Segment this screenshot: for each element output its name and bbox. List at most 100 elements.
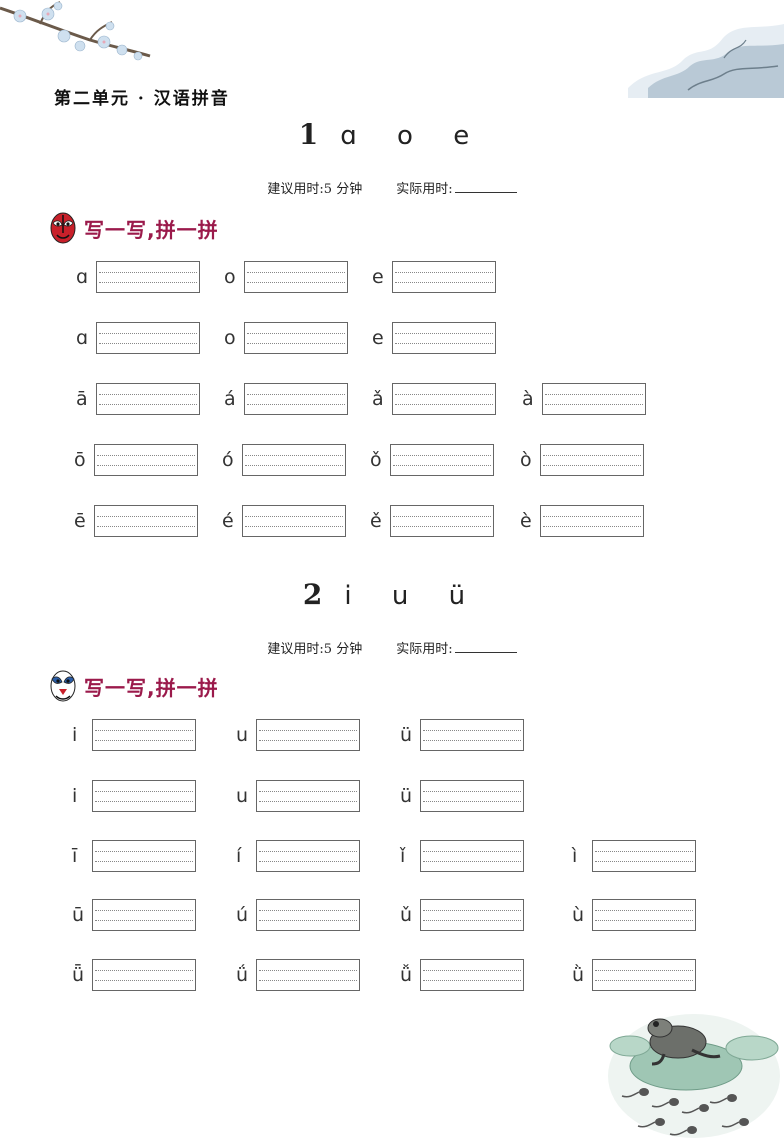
lesson-2-time-line: 建议用时:5 分钟实际用时: [0,638,784,657]
writing-box[interactable] [244,383,348,415]
pinyin-label: ó [222,449,234,471]
writing-box[interactable] [542,383,646,415]
writing-box[interactable] [540,505,644,537]
writing-box[interactable] [244,261,348,293]
writing-box[interactable] [92,959,196,991]
writing-box[interactable] [92,899,196,931]
writing-item: ǒ [370,443,494,477]
pinyin-label: ē [74,510,86,532]
writing-item: o [224,260,348,294]
writing-item: ǚ [400,958,524,992]
pinyin-label: e [372,327,384,349]
pinyin-label: é [222,510,234,532]
lesson-2-section-heading: 写一写,拼一拼 [48,668,219,704]
writing-box[interactable] [420,899,524,931]
writing-item: ō [74,443,198,477]
section-label: 写一写,拼一拼 [84,217,219,242]
writing-box[interactable] [96,261,200,293]
pinyin-label: ǖ [72,964,85,986]
writing-box[interactable] [540,444,644,476]
writing-box[interactable] [420,840,524,872]
pinyin-label: í [236,845,242,867]
pinyin-label: ǎ [372,388,384,410]
writing-box[interactable] [256,959,360,991]
writing-item: ɑ [76,260,200,294]
writing-box[interactable] [242,505,346,537]
pinyin-label: à [522,388,534,410]
writing-box[interactable] [92,780,196,812]
writing-item: ì [572,839,696,873]
writing-box[interactable] [390,444,494,476]
writing-box[interactable] [244,322,348,354]
actual-time-label: 实际用时: [396,182,453,197]
writing-item: ā [76,382,200,416]
writing-box[interactable] [420,719,524,751]
writing-box[interactable] [392,261,496,293]
writing-box[interactable] [96,383,200,415]
pinyin-label: ǔ [400,904,413,926]
writing-item: ǘ [236,958,360,992]
writing-box[interactable] [256,780,360,812]
writing-item: ǔ [400,898,524,932]
writing-box[interactable] [94,444,198,476]
pinyin-label: i [72,724,78,746]
writing-box[interactable] [256,719,360,751]
pinyin-label: e [372,266,384,288]
writing-item: i [72,779,196,813]
opera-mask-icon [48,211,78,245]
writing-item: á [224,382,348,416]
writing-box[interactable] [92,840,196,872]
writing-box[interactable] [390,505,494,537]
pinyin-label: o [224,266,236,288]
writing-item: o [224,321,348,355]
writing-box[interactable] [420,780,524,812]
writing-box[interactable] [92,719,196,751]
writing-item: ē [74,504,198,538]
pinyin-label: u [236,724,249,746]
writing-box[interactable] [420,959,524,991]
suggested-time: 建议用时:5 分钟 [267,642,363,657]
pinyin-label: ò [520,449,532,471]
pinyin-label: ú [236,904,249,926]
pinyin-label: ā [76,388,88,410]
writing-item: ǐ [400,839,524,873]
writing-item: e [372,321,496,355]
pinyin-label: ǐ [400,845,406,867]
writing-item: u [236,779,360,813]
pinyin-label: ü [400,785,413,807]
pinyin-label: ǘ [236,964,249,986]
writing-box[interactable] [392,322,496,354]
lesson-2-letters: i u ü [344,581,482,611]
writing-item: í [236,839,360,873]
writing-item: à [522,382,646,416]
writing-item: ò [520,443,644,477]
actual-time-blank[interactable] [454,180,517,193]
writing-box[interactable] [242,444,346,476]
writing-box[interactable] [256,840,360,872]
lesson-1-time-line: 建议用时:5 分钟 实际用时: [0,178,784,197]
writing-item: ü [400,718,524,752]
pinyin-label: u [236,785,249,807]
writing-box[interactable] [96,322,200,354]
writing-item: ī [72,839,196,873]
pinyin-label: ǜ [572,964,585,986]
writing-box[interactable] [592,959,696,991]
suggested-time: 建议用时:5 分钟 [267,182,363,197]
writing-item: ú [236,898,360,932]
pinyin-label: ù [572,904,585,926]
writing-box[interactable] [592,840,696,872]
writing-box[interactable] [256,899,360,931]
writing-box[interactable] [94,505,198,537]
section-label: 写一写,拼一拼 [84,675,219,700]
actual-time-blank[interactable] [454,640,517,653]
pinyin-label: ì [572,845,578,867]
opera-mask-icon [48,669,78,703]
writing-box[interactable] [592,899,696,931]
lesson-1-letters: ɑ o e [340,121,486,151]
pinyin-label: ě [370,510,382,532]
pinyin-label: ü [400,724,413,746]
unit-header: 第二单元 · 汉语拼音 [54,89,230,109]
writing-box[interactable] [392,383,496,415]
pinyin-label: ō [74,449,86,471]
